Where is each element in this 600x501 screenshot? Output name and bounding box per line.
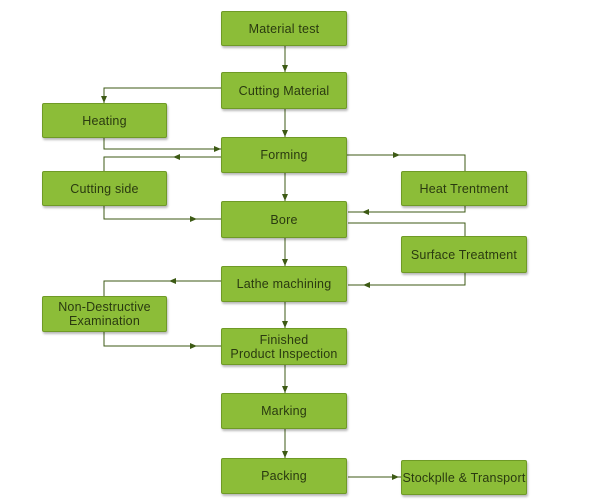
arrowhead — [282, 65, 288, 72]
connector-heat-treatment-to-bore — [348, 206, 466, 213]
node-surface-treatment: Surface Treatment — [401, 236, 527, 273]
node-heat-treatment: Heat Trentment — [401, 171, 527, 206]
node-cutting-side: Cutting side — [42, 171, 167, 206]
connector-surface-treatment-to-lathe — [348, 273, 466, 286]
connector-non-destructive-to-finished — [103, 332, 221, 347]
arrowhead — [392, 474, 399, 480]
arrowhead — [282, 321, 288, 328]
node-stockpile-transport: Stockplle & Transport — [401, 460, 527, 495]
connector-cutting-material-to-heating — [103, 87, 221, 103]
connector-cutting-side-to-bore — [103, 206, 221, 220]
arrowhead — [363, 282, 370, 288]
node-marking: Marking — [221, 393, 347, 429]
arrowhead — [282, 194, 288, 201]
node-heating: Heating — [42, 103, 167, 138]
node-finished-product-inspection: Finished Product Inspection — [221, 328, 347, 365]
connector-forming-to-cutting-side — [103, 156, 221, 171]
arrowhead — [101, 96, 107, 103]
arrowhead — [282, 130, 288, 137]
arrowhead — [282, 259, 288, 266]
arrowhead — [362, 209, 369, 215]
node-packing: Packing — [221, 458, 347, 494]
node-non-destructive-examination: Non-Destructive Examination — [42, 296, 167, 332]
arrowhead — [190, 216, 197, 222]
arrowhead — [173, 154, 180, 160]
arrowhead — [169, 278, 176, 284]
connector-forming-to-heat-treatment — [347, 154, 466, 171]
connector-bore-to-surface-treatment — [348, 222, 466, 236]
node-forming: Forming — [221, 137, 347, 173]
node-bore: Bore — [221, 201, 347, 238]
node-lathe-machining: Lathe machining — [221, 266, 347, 302]
node-cutting-material: Cutting Material — [221, 72, 347, 109]
arrowhead — [190, 343, 197, 349]
arrowhead — [214, 146, 221, 152]
connector-lathe-to-non-destructive — [103, 280, 221, 296]
arrowhead — [282, 386, 288, 393]
arrowhead — [282, 451, 288, 458]
connector-heating-to-forming — [103, 138, 221, 150]
arrowhead — [393, 152, 400, 158]
node-material-test: Material test — [221, 11, 347, 46]
